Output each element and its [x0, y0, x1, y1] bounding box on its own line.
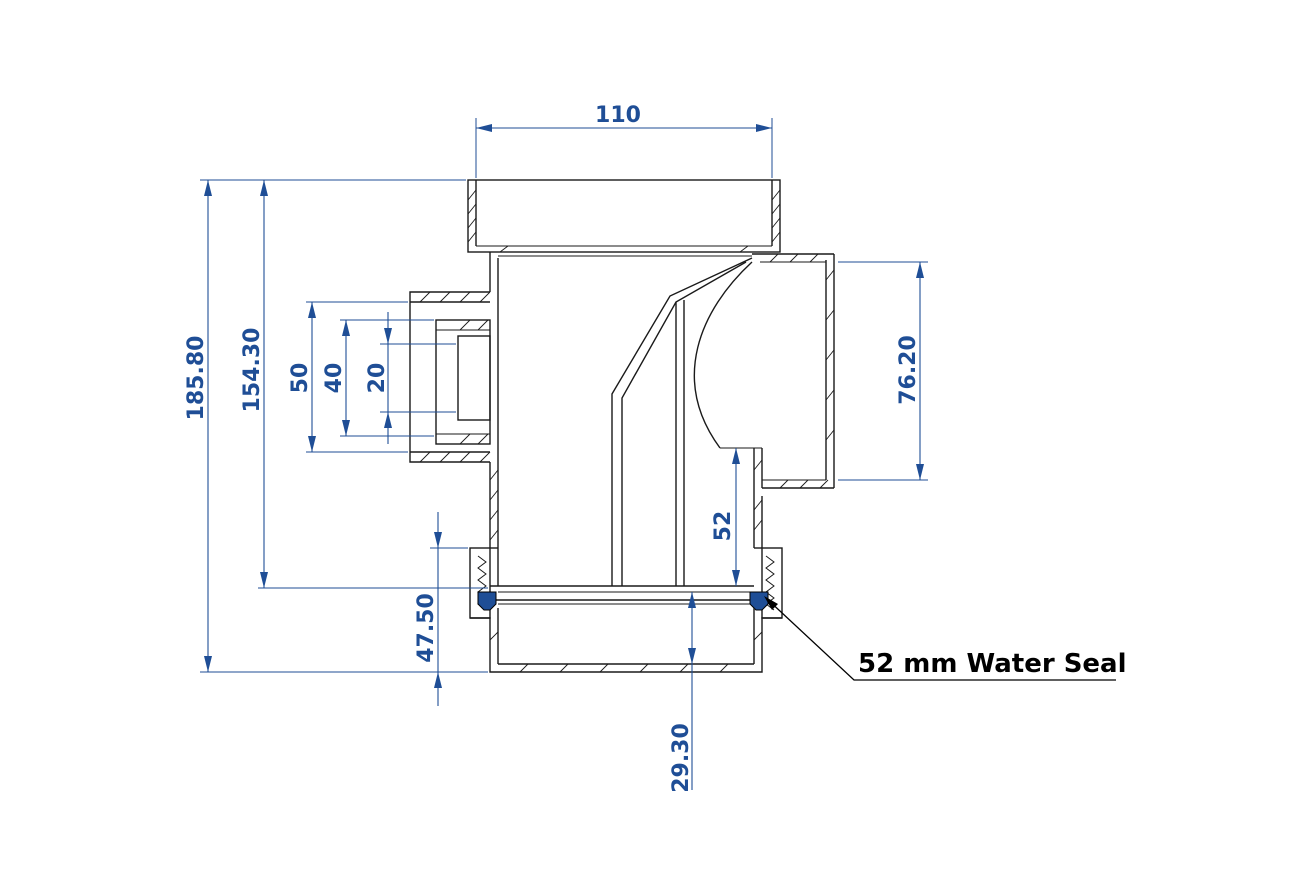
dim-base-height: 47.50 — [414, 512, 488, 706]
dim-inner-height: 154.30 — [240, 180, 488, 589]
dim-inlet-inner-label: 20 — [365, 363, 390, 394]
water-seal-callout-text: 52 mm Water Seal — [858, 649, 1127, 679]
bottom-cup — [470, 608, 782, 673]
dimensions: 110 185.80 154.30 50 — [184, 103, 928, 793]
dim-top-width-label: 110 — [595, 103, 641, 128]
dim-inlet-mid-label: 40 — [322, 363, 347, 394]
outlet-port — [720, 253, 835, 489]
dim-seal-depth-label: 52 — [711, 511, 736, 542]
trap-body — [409, 179, 835, 673]
dim-overall-height-label: 185.80 — [184, 336, 209, 421]
dim-inlet-outer: 50 — [288, 301, 408, 453]
dim-top-width: 110 — [475, 103, 773, 178]
side-inlet — [409, 291, 491, 463]
dim-inlet-mid: 40 — [322, 319, 434, 437]
dim-bottom-depth-label: 29.30 — [669, 723, 694, 793]
dim-overall-height: 185.80 — [184, 179, 488, 673]
union-coupling — [469, 547, 783, 619]
dim-bottom-depth: 29.30 — [669, 592, 696, 793]
internal-baffle — [611, 257, 753, 587]
water-seal-ring — [477, 591, 769, 611]
dim-outlet-height: 76.20 — [838, 261, 928, 481]
top-socket — [467, 179, 781, 253]
water-seal-callout: 52 mm Water Seal — [764, 596, 1127, 681]
dim-inlet-outer-label: 50 — [288, 363, 313, 394]
dim-inlet-inner: 20 — [365, 312, 456, 444]
dim-seal-depth: 52 — [711, 448, 740, 586]
main-body — [489, 252, 834, 586]
dim-outlet-height-label: 76.20 — [896, 335, 921, 405]
dim-base-height-label: 47.50 — [414, 593, 439, 663]
dim-inner-height-label: 154.30 — [240, 328, 265, 413]
